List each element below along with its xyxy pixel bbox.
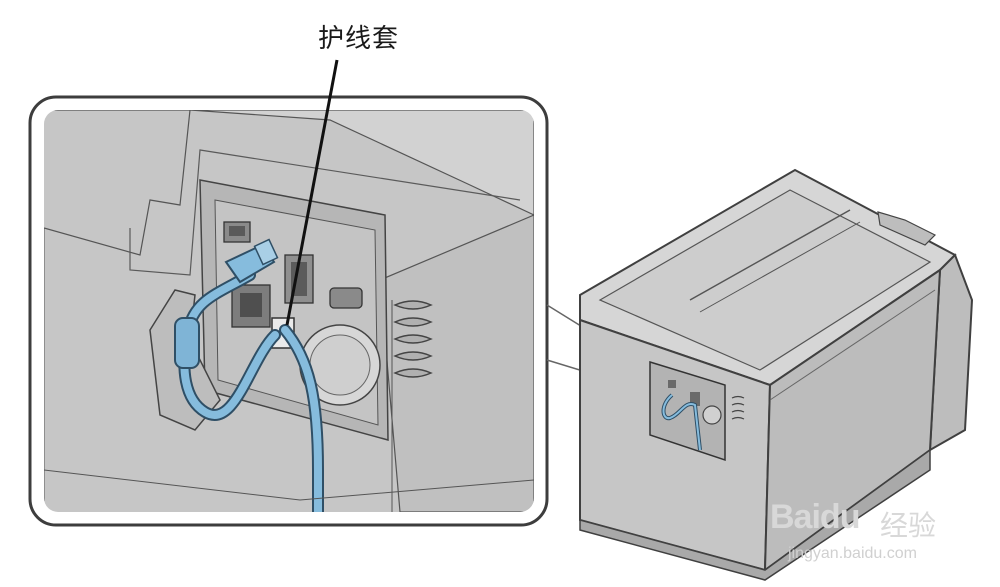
ferrite-core (174, 317, 200, 369)
usb-cable (178, 269, 324, 512)
printer-illustration (579, 168, 974, 581)
serial-port (329, 287, 363, 309)
housing-top-surface (44, 110, 534, 216)
watermark-brand: Bai (770, 498, 821, 536)
housing-right-side (379, 214, 534, 512)
watermark-logo: Baidu (770, 498, 861, 537)
watermark-cn: 经验 (880, 509, 937, 542)
printer-right-side (928, 253, 974, 452)
callout-pointer (285, 59, 339, 326)
vent-slots (393, 300, 433, 378)
cable-guard-label: 护线套 (318, 24, 400, 54)
watermark-url: jingyan.baidu.com (788, 545, 917, 562)
watermark-brand-suffix: du (819, 498, 861, 536)
